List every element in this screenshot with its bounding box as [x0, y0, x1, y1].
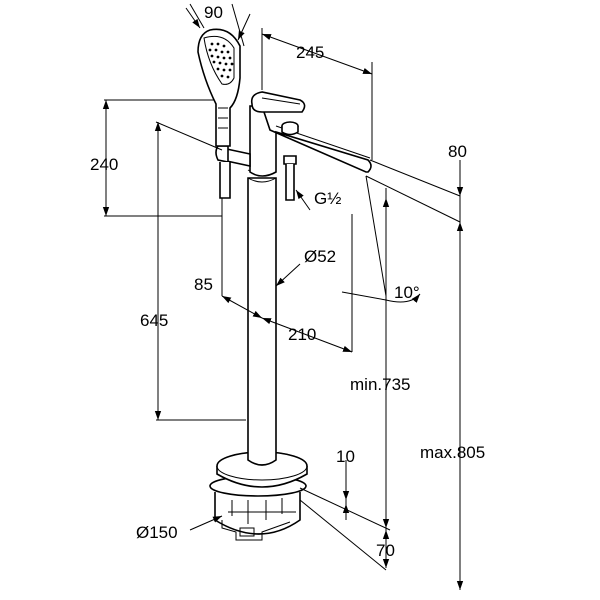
- freestanding-faucet: [197, 28, 372, 541]
- dim-spout-reach: 245: [296, 43, 324, 62]
- dim-handshower-height: 240: [90, 155, 118, 174]
- dim-handshower-width: 90: [204, 3, 223, 22]
- rough-in-box: [214, 492, 301, 541]
- dim-min-height: min.735: [350, 375, 410, 394]
- hose-connector: [283, 155, 297, 201]
- handshower-holder: [215, 145, 251, 199]
- dim-angle: 10°: [394, 283, 420, 302]
- dim-thread: G½: [314, 189, 341, 208]
- dim-reach-210: 210: [288, 325, 316, 344]
- spout-body: [249, 105, 372, 177]
- dim-plate-10: 10: [336, 447, 355, 466]
- dim-base-diameter: Ø150: [136, 523, 178, 542]
- dim-base-70: 70: [376, 541, 395, 560]
- mixer-lever: [250, 91, 306, 113]
- dim-offset-85: 85: [194, 275, 213, 294]
- dim-holder-height: 645: [140, 311, 168, 330]
- base-rosette: [216, 451, 308, 488]
- dim-column-diameter: Ø52: [304, 247, 336, 266]
- diverter-knob: [281, 121, 299, 136]
- dimension-labels: 90 245 80 240 645 G½ Ø52 85 10° 210 min.…: [90, 3, 485, 560]
- dimension-lines: [102, 7, 464, 590]
- dim-max-height: max.805: [420, 443, 485, 462]
- handshower: [197, 28, 241, 147]
- spray-face-icon: [208, 42, 234, 79]
- dim-spout-height: 80: [448, 142, 467, 161]
